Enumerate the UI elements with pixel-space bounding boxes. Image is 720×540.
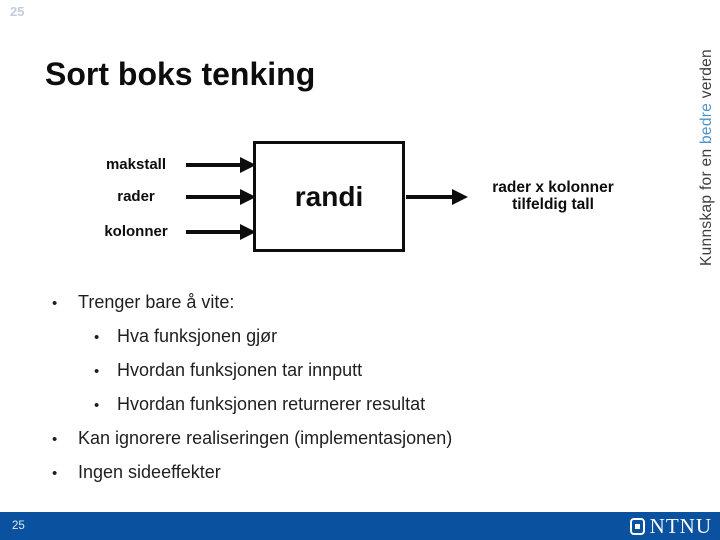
tagline-prefix: Kunnskap for en bbox=[698, 144, 715, 266]
bullet-dot-icon: • bbox=[52, 465, 58, 482]
diagram-output-line1: rader x kolonner bbox=[492, 179, 614, 196]
diagram-input-label-kolonner: kolonner bbox=[104, 223, 168, 240]
bullet-item: • Trenger bare å vite: bbox=[45, 285, 625, 319]
ntnu-tagline-vertical: Kunnskap for en bedre verden bbox=[698, 16, 716, 266]
arrow-shaft bbox=[186, 163, 242, 167]
black-box-diagram: makstall rader kolonner randi rader x ko… bbox=[104, 141, 644, 252]
bullet-text: Hvordan funksjonen returnerer resultat bbox=[117, 394, 426, 414]
arrow-shaft bbox=[186, 230, 242, 234]
tagline-suffix: verden bbox=[698, 49, 715, 103]
bullet-text: Hvordan funksjonen tar innputt bbox=[117, 360, 363, 380]
bullet-dot-icon: • bbox=[94, 329, 100, 346]
bullet-dot-icon: • bbox=[94, 397, 100, 414]
bullet-text: Kan ignorere realiseringen (implementasj… bbox=[78, 428, 453, 448]
function-box-label: randi bbox=[294, 180, 364, 212]
ntnu-emblem-icon bbox=[629, 517, 645, 535]
arrow-head-icon bbox=[240, 224, 256, 240]
bullet-list: • Trenger bare å vite: • Hva funksjonen … bbox=[45, 285, 625, 489]
bullet-item: • Hvordan funksjonen returnerer resultat bbox=[45, 387, 625, 421]
diagram-output-line2: tilfeldig tall bbox=[512, 196, 594, 213]
arrow-head-icon bbox=[240, 157, 256, 173]
slide-number-top: 25 bbox=[10, 4, 25, 19]
bullet-item: • Ingen sideeffekter bbox=[45, 455, 625, 489]
arrow-shaft bbox=[406, 195, 454, 199]
diagram-input-label-makstall: makstall bbox=[105, 156, 167, 173]
arrow-head-icon bbox=[240, 189, 256, 205]
bullet-item: • Kan ignorere realiseringen (implementa… bbox=[45, 421, 625, 455]
arrow-shaft bbox=[186, 195, 242, 199]
slide-title: Sort boks tenking bbox=[45, 56, 316, 92]
diagram-input-label-rader: rader bbox=[117, 188, 155, 205]
arrow-head-icon bbox=[452, 189, 468, 205]
bullet-text: Ingen sideeffekter bbox=[78, 462, 221, 482]
diagram-output-label: rader x kolonner tilfeldig tall bbox=[462, 179, 644, 213]
footer-bar: 25 NTNU bbox=[0, 512, 720, 540]
bullet-dot-icon: • bbox=[52, 431, 58, 448]
ntnu-wordmark: NTNU bbox=[649, 514, 712, 538]
bullet-item: • Hvordan funksjonen tar innputt bbox=[45, 353, 625, 387]
slide-number-footer: 25 bbox=[12, 520, 25, 532]
bullet-text: Hva funksjonen gjør bbox=[117, 326, 278, 346]
bullet-item: • Hva funksjonen gjør bbox=[45, 319, 625, 353]
function-box: randi bbox=[253, 141, 405, 252]
bullet-text: Trenger bare å vite: bbox=[78, 292, 235, 312]
ntnu-logo: NTNU bbox=[629, 512, 712, 540]
bullet-dot-icon: • bbox=[94, 363, 100, 380]
bullet-dot-icon: • bbox=[52, 295, 58, 312]
tagline-highlight: bedre bbox=[698, 102, 715, 144]
